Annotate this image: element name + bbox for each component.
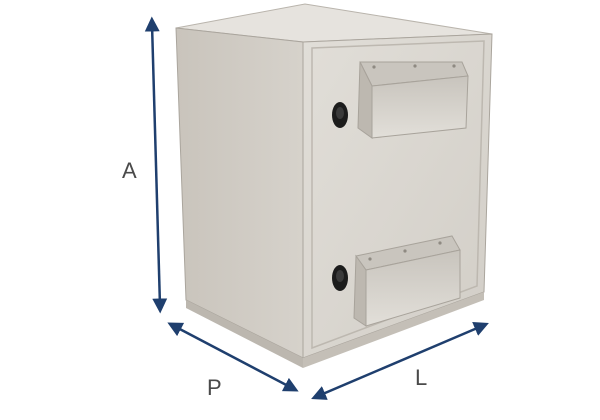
latch-icon [332, 265, 348, 291]
latch-icon [332, 102, 348, 128]
height-dimension-arrow [144, 16, 168, 314]
depth-dimension-arrow [167, 322, 299, 392]
vent-hood-icon [353, 235, 461, 327]
vent-hood-icon [357, 61, 469, 139]
height-label: A [122, 158, 137, 183]
door-frame [311, 40, 485, 350]
width-label: L [415, 365, 428, 390]
depth-label: P [207, 375, 222, 400]
width-dimension-arrow [311, 322, 489, 400]
